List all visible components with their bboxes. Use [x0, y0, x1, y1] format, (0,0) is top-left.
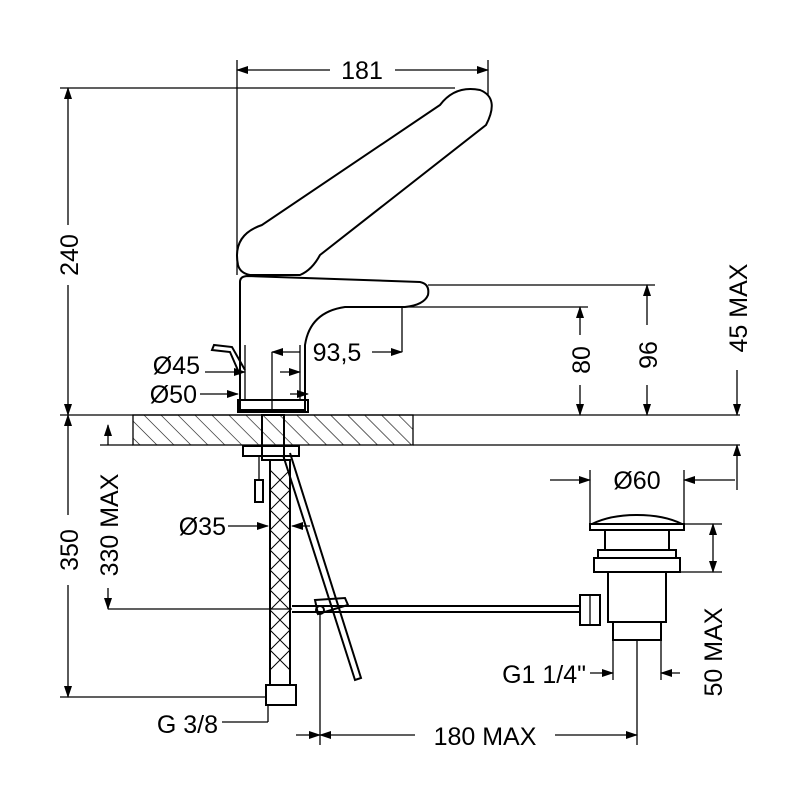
- dim-350: 350: [56, 529, 84, 571]
- dim-g-3-8: G 3/8: [157, 711, 218, 739]
- dim-330-max: 330 MAX: [96, 473, 124, 576]
- dim-93-5: 93,5: [313, 339, 362, 367]
- dim-45-max: 45 MAX: [725, 263, 753, 352]
- lever-handle: [236, 88, 493, 276]
- dim-dia-50: Ø50: [150, 381, 197, 409]
- dim-96: 96: [635, 341, 663, 369]
- waste-drain: [579, 513, 685, 641]
- dimension-lines: [60, 60, 741, 745]
- under-sink-fittings: [242, 414, 580, 706]
- dim-dia-45: Ø45: [153, 352, 200, 380]
- dim-dia-60: Ø60: [613, 467, 660, 495]
- dim-180-max: 180 MAX: [434, 723, 537, 751]
- dim-80: 80: [568, 346, 596, 374]
- faucet-body: [210, 88, 493, 413]
- countertop: [60, 414, 740, 446]
- dim-g1-1-4: G1 1/4": [502, 661, 586, 689]
- dim-50-max: 50 MAX: [700, 607, 728, 696]
- dim-181: 181: [341, 57, 383, 85]
- dim-dia-35: Ø35: [179, 513, 226, 541]
- dim-240: 240: [56, 234, 84, 276]
